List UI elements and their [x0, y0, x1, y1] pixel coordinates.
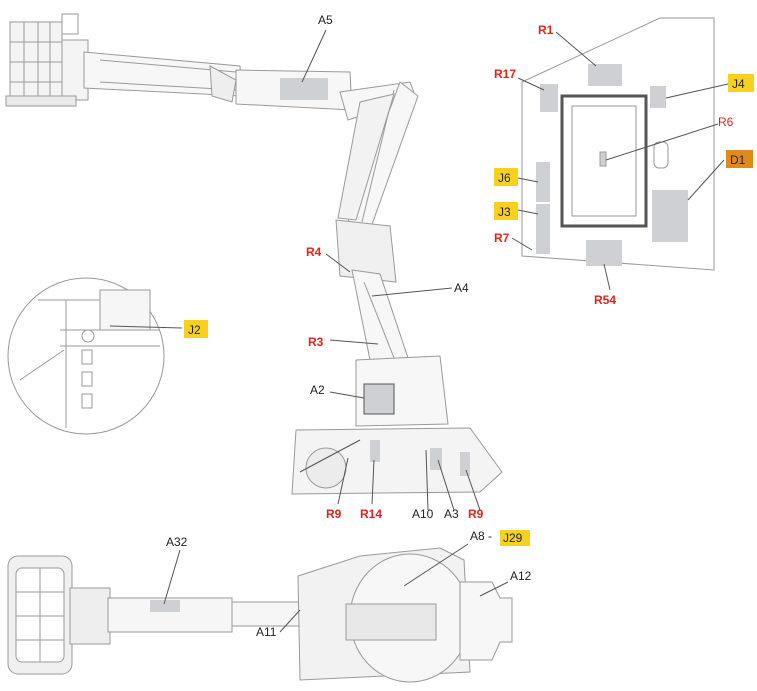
- tag-j3-bg: [494, 202, 518, 220]
- tag-j2-bg: [184, 320, 208, 338]
- leader-lines: [109, 29, 729, 633]
- label-r14: R14: [360, 507, 382, 521]
- label-a8: A8 -: [470, 529, 492, 543]
- callout-labels: A5 R1 R17 J4 R6 D1 J6 J3 R7 R54 R4 A4 J2…: [166, 13, 754, 639]
- detail-circle-j2: [7, 277, 165, 435]
- label-r3: R3: [308, 335, 324, 349]
- label-j29: J29: [503, 531, 523, 545]
- side-view-platform: [5, 13, 89, 107]
- label-a4: A4: [454, 281, 469, 295]
- top-view-machine: [7, 547, 513, 683]
- decal-j6-area: [536, 162, 550, 202]
- label-j2: J2: [188, 323, 201, 337]
- label-d1: D1: [730, 153, 746, 167]
- decal-r17-area: [540, 84, 558, 112]
- decal-r1-area: [588, 64, 622, 86]
- label-r9-right: R9: [468, 507, 484, 521]
- label-r6: R6: [718, 115, 734, 129]
- label-a12: A12: [510, 569, 532, 583]
- label-a2: A2: [310, 383, 325, 397]
- control-panel-view: [521, 17, 715, 271]
- decal-r6-area: [599, 151, 607, 167]
- label-a11: A11: [256, 625, 277, 639]
- label-a10: A10: [412, 507, 434, 521]
- tag-j4-bg: [728, 74, 754, 92]
- label-a3: A3: [444, 507, 459, 521]
- label-r7: R7: [494, 231, 510, 245]
- label-j6: J6: [498, 171, 511, 185]
- decal-a2-area: [363, 383, 395, 415]
- label-r17: R17: [494, 67, 516, 81]
- label-j3: J3: [498, 205, 511, 219]
- label-a5: A5: [318, 13, 333, 27]
- tag-j29-bg: [500, 530, 530, 546]
- decal-d1-area: [652, 190, 688, 242]
- tag-d1-bg: [726, 150, 753, 168]
- label-r4: R4: [306, 245, 322, 259]
- label-a32: A32: [166, 535, 188, 549]
- label-r1: R1: [538, 23, 554, 37]
- side-view-lower-boom: [291, 81, 503, 495]
- label-j4: J4: [732, 77, 745, 91]
- decal-r54-area: [586, 240, 622, 266]
- decal-j4-area: [650, 86, 666, 108]
- label-r54: R54: [594, 293, 616, 307]
- tag-j6-bg: [494, 168, 518, 186]
- decal-a5-area: [280, 78, 328, 100]
- decal-a32-area: [150, 600, 180, 612]
- label-r9-left: R9: [326, 507, 342, 521]
- decal-j3-area: [536, 204, 550, 254]
